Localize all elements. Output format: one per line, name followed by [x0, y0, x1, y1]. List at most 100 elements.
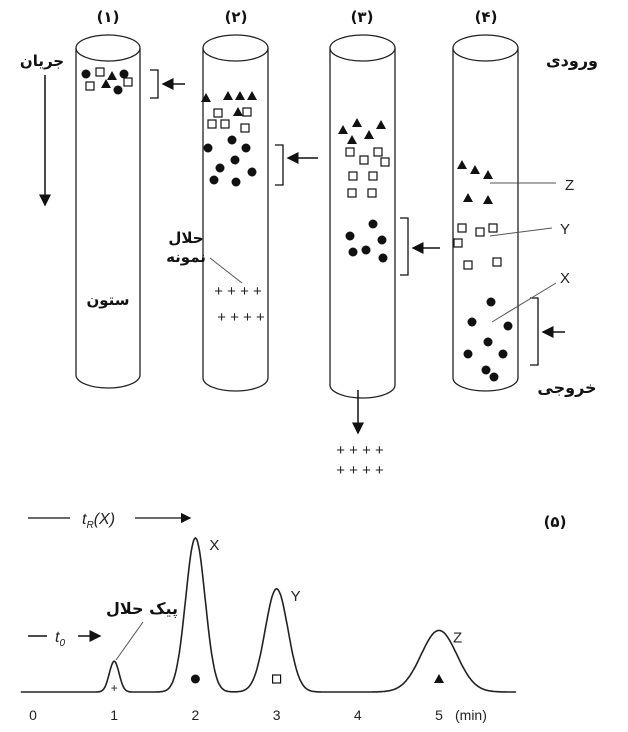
x-tick-label: 0 [29, 707, 37, 723]
x-label: X [560, 270, 570, 287]
circle-marker [190, 674, 200, 684]
triangle-marker [247, 91, 257, 100]
eluted-solvent-row-1: + + + + [336, 442, 384, 459]
peak-label-X: X [209, 537, 219, 554]
chromatogram-trace [20, 537, 517, 693]
square-marker [242, 107, 252, 117]
solvent-marks-row-2: + + + + [217, 309, 265, 326]
circle-marker [113, 85, 123, 95]
band-bracket-4 [530, 297, 539, 366]
triangle-marker [107, 71, 117, 80]
circle-marker [368, 219, 378, 229]
band-bracket-2 [275, 144, 284, 186]
triangle-marker [233, 107, 243, 116]
panel-label-4: (۴) [475, 8, 498, 26]
circle-marker [378, 253, 388, 263]
square-marker [453, 238, 463, 248]
panel-label-1: (۱) [97, 8, 120, 26]
square-marker [488, 223, 498, 233]
panel-label-5: (۵) [544, 513, 567, 531]
solvent-peak-leader [115, 621, 144, 661]
triangle-marker [235, 91, 245, 100]
peak-label-Y: Y [291, 588, 301, 605]
circle-marker [215, 163, 225, 173]
circle-marker [81, 69, 91, 79]
flow-label: جریان [20, 52, 64, 70]
circle-marker [489, 372, 499, 382]
y-label: Y [560, 221, 570, 238]
square-marker [240, 123, 250, 133]
square-marker [475, 227, 485, 237]
triangle-marker [463, 193, 473, 202]
eluted-solvent-row-2: + + + + [336, 462, 384, 479]
column-label: ستون [86, 291, 129, 309]
x-axis-unit: (min) [455, 707, 487, 723]
column-top [329, 34, 396, 62]
circle-marker [227, 135, 237, 145]
square-marker [367, 188, 377, 198]
circle-marker [230, 155, 240, 165]
triangle-marker [470, 165, 480, 174]
panel-label-2: (۲) [225, 8, 248, 26]
circle-marker [345, 231, 355, 241]
solvent-marks-row-1: + + + + [214, 283, 262, 300]
square-marker [345, 147, 355, 157]
peak-label-Z: Z [453, 629, 462, 646]
x-tick-label: 4 [354, 707, 362, 723]
circle-marker [209, 175, 219, 185]
triangle-marker [376, 120, 386, 129]
plus-marker: + [111, 681, 118, 695]
circle-marker [503, 321, 513, 331]
solvent-peak-label: پیک حلال [106, 599, 178, 619]
t0-annotation: t0 [55, 629, 65, 649]
column-3 [329, 34, 396, 399]
column-contents [81, 67, 565, 435]
x-leader-line [491, 282, 557, 323]
square-marker [373, 147, 383, 157]
circle-marker [241, 143, 251, 153]
band-bracket-3 [400, 217, 409, 276]
x-tick-label: 3 [273, 707, 281, 723]
column-2 [202, 34, 269, 392]
x-tick-label: 2 [192, 707, 200, 723]
circle-marker [247, 167, 257, 177]
sample-label: نمونه [166, 248, 206, 266]
column-top [202, 34, 269, 62]
square-marker [348, 171, 358, 181]
x-tick-label: 5 [435, 707, 443, 723]
triangle-marker [347, 135, 357, 144]
triangle-marker [101, 79, 111, 88]
circle-marker [361, 245, 371, 255]
band-bracket-1 [150, 69, 159, 99]
square-marker [359, 155, 369, 165]
circle-marker [348, 247, 358, 257]
y-leader-line [489, 227, 553, 237]
triangle-marker [352, 118, 362, 127]
column-top [452, 34, 519, 62]
column-body [202, 48, 269, 392]
square-marker [85, 81, 95, 91]
triangle-marker [223, 91, 233, 100]
square-marker [272, 674, 282, 684]
triangle-marker [338, 125, 348, 134]
square-marker [368, 171, 378, 181]
solvent-label: حلال [168, 229, 203, 247]
circle-marker [231, 177, 241, 187]
triangle-marker [201, 93, 211, 102]
square-marker [213, 108, 223, 118]
column-4 [452, 34, 519, 392]
square-marker [95, 67, 105, 77]
circle-marker [498, 349, 508, 359]
circle-marker [377, 235, 387, 245]
columns [75, 34, 519, 399]
square-marker [492, 257, 502, 267]
square-marker [457, 223, 467, 233]
column-body [329, 48, 396, 399]
square-marker [463, 260, 473, 270]
panel-label-3: (۳) [351, 8, 374, 26]
z-label: Z [565, 177, 574, 194]
circle-marker [483, 337, 493, 347]
x-tick-label: 1 [110, 707, 118, 723]
